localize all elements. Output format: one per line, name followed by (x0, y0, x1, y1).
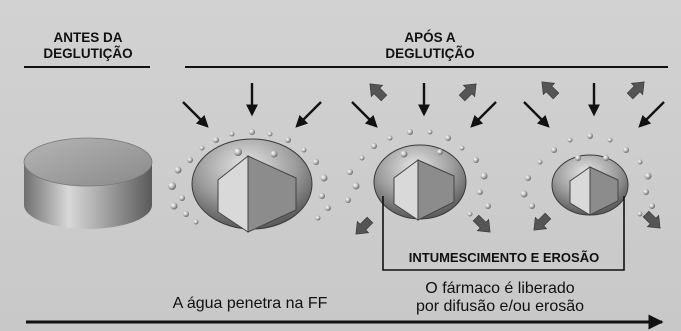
intact-tablet (23, 137, 153, 229)
water-bubbles (168, 129, 655, 225)
water-inflow-arrows (182, 83, 665, 128)
header-after-swallowing: APÓS A DEGLUTIÇÃO (340, 30, 520, 62)
swollen-tablet-1 (191, 138, 313, 233)
drug-release-arrows (355, 81, 661, 235)
header-before-line1: ANTES DA (53, 30, 123, 45)
caption-drug-release: O fármaco é liberado por difusão e/ou er… (380, 280, 620, 316)
header-after-line2: DEGLUTIÇÃO (385, 46, 475, 61)
process-bracket (382, 196, 625, 271)
swollen-tablet-2 (373, 144, 467, 221)
swollen-tablet-3 (551, 154, 629, 216)
process-label: INTUMESCIMENTO E EROSÃO (408, 250, 600, 265)
header-before-swallowing: ANTES DA DEGLUTIÇÃO (24, 30, 152, 62)
header-before-line2: DEGLUTIÇÃO (43, 46, 133, 61)
caption-drug-release-line2: por difusão e/ou erosão (415, 298, 585, 315)
caption-water-penetrates: A água penetra na FF (172, 295, 328, 312)
caption-drug-release-line1: O fármaco é liberado (425, 280, 575, 297)
header-after-line1: APÓS A (404, 30, 456, 45)
